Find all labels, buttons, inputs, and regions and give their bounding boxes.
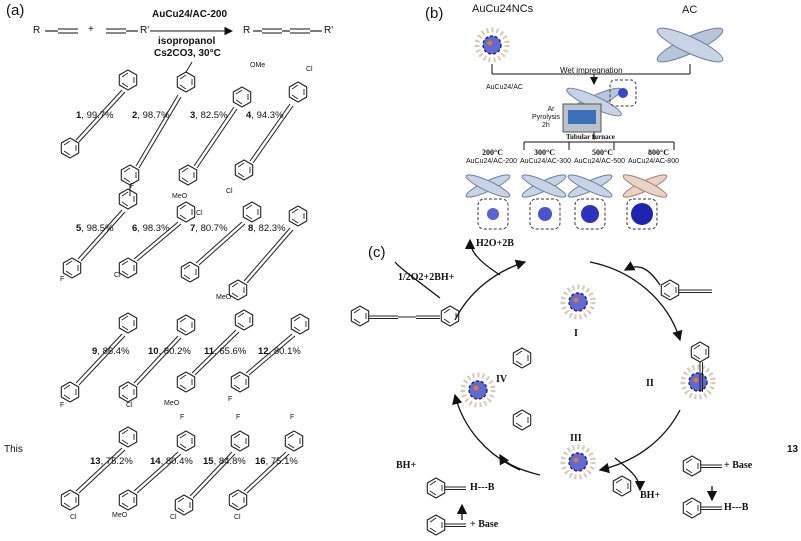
compound-label: 5, 98.5% [76,223,114,234]
panel-a-label: (a) [6,2,25,19]
pyrolysis-step: Pyrolysis [532,114,561,121]
state-II: II [646,378,654,389]
plus-sign: + [88,24,94,35]
catalyst-label: AuCu24/AC-200 [152,9,228,20]
base-bottom: + Base [470,519,499,530]
product-left: R [243,25,251,36]
compound-label: 14, 80.4% [150,456,193,467]
intermediate-label: AuCu24/AC [486,84,523,91]
substituent-cl: Cl [196,210,203,217]
molecule-structures [60,61,310,516]
compound-label: 3, 82.5% [190,110,228,121]
substituent-f: F [180,414,185,421]
conditions-label: Cs2CO3, 30°C [154,48,221,59]
substituent-meo: MeO [164,400,180,407]
substituent-cl: Cl [70,514,77,521]
substituent-f: F [228,396,233,403]
temp-label: 800°C [648,148,669,157]
side-text-left: This [4,444,23,455]
substituent-cl: Cl [126,402,133,409]
pyrolysis-gas: Ar [547,106,555,113]
temp-label: 500°C [592,148,613,157]
sample-label: AuCu24/AC-200 [466,158,517,165]
substituent-f: F [60,402,65,409]
substituent-f: F [60,276,65,283]
side-text-right: 13 [787,444,799,455]
base-right: + Base [724,460,753,471]
furnace-label: Tubular furnace [566,133,615,141]
catalytic-cycle [394,238,718,520]
reactant-left: R [33,25,41,36]
hbond-left: H---B [470,482,495,493]
panel-c-label: (c) [368,244,386,261]
substituent-meo: MeO [216,294,232,301]
nanocluster-label: AuCu24NCs [472,3,534,15]
compound-label: 10, 80.2% [148,346,191,357]
substituent-f: F [236,414,241,421]
state-I: I [574,328,578,339]
substituent-ome: OMe [250,62,266,69]
product-right: R' [324,25,334,36]
carbon-label: AC [682,4,698,16]
hbond-right: H---B [724,502,749,513]
compound-label: 15, 84.8% [203,456,246,467]
compound-label: 11, 65.6% [204,346,247,357]
temp-label: 200°C [482,148,503,157]
bh-left: BH+ [396,460,417,471]
substituent-f: F [290,414,295,421]
sample-label: AuCu24/AC-800 [628,158,679,165]
substituent-cl: Cl [226,188,233,195]
substituent-meo: MeO [172,193,188,200]
temp-label: 300°C [534,148,555,157]
synthesis-scheme [465,23,724,230]
compound-label: 9, 86.4% [92,346,130,357]
compound-label: 6, 98.3% [132,223,170,234]
step-wet-impregnation: Wet impregnation [560,66,623,75]
state-IV: IV [496,374,508,385]
bh-right: BH+ [640,490,661,501]
sample-label: AuCu24/AC-300 [520,158,571,165]
solvent-label: isopropanol [158,36,216,47]
oxygen-reactant: 1/2O2+2BH+ [398,272,455,283]
compound-label: 13, 75.2% [90,456,133,467]
state-III: III [570,433,582,444]
substituent-cl: Cl [306,66,313,73]
compound-label: 2, 98.7% [132,110,170,121]
reaction-scheme [45,26,322,36]
compound-label: 1, 99.7% [76,110,114,121]
pyrolysis-time: 2h [542,122,550,129]
compound-label: 7, 80.7% [190,223,228,234]
substituent-f: F [130,183,135,190]
compound-label: 8, 82.3% [248,223,286,234]
compound-label: 16, 75.1% [255,456,298,467]
panel-b-label: (b) [425,5,444,22]
compound-label: 4, 94.3% [246,110,284,121]
sample-label: AuCu24/AC-500 [574,158,625,165]
substituent-cl: Cl [114,272,121,279]
water-product: H2O+2B [476,238,514,249]
activated-carbon-icon [656,27,724,63]
reactant-right: R' [140,25,150,36]
compound-label: 12, 80.1% [258,346,301,357]
substituent-meo: MeO [112,512,128,519]
substituent-cl: Cl [234,514,241,521]
substituent-cl: Cl [170,514,177,521]
